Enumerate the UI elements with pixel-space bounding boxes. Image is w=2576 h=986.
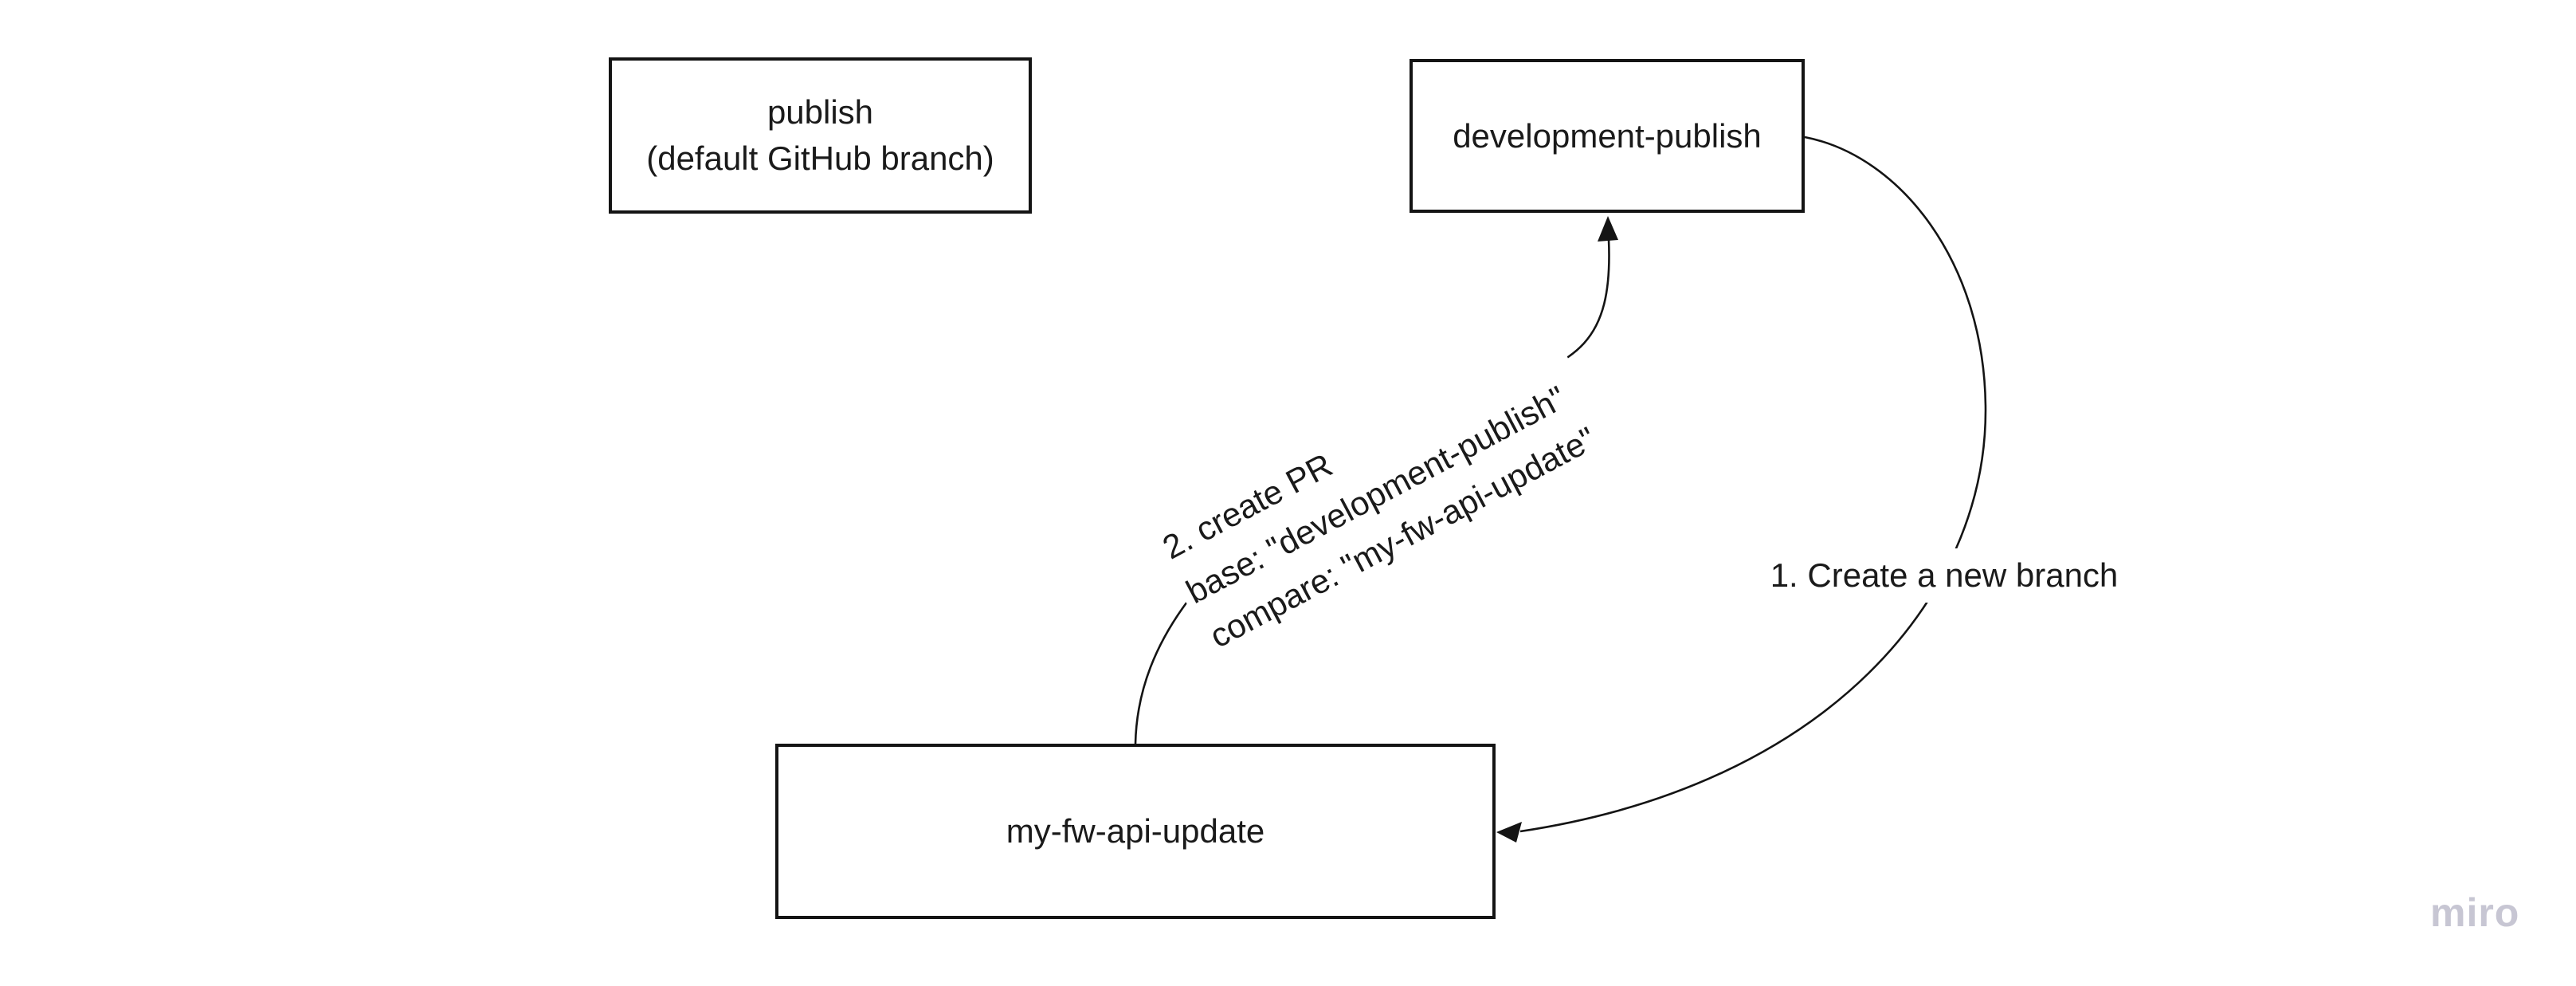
- arrowhead-left-icon[interactable]: [1496, 822, 1522, 843]
- node-development-publish-branch[interactable]: development-publish: [1410, 59, 1805, 213]
- miro-logo: miro: [2430, 890, 2520, 935]
- create-branch-connector[interactable]: [1519, 136, 1987, 833]
- arrowhead-up-icon[interactable]: [1598, 216, 1618, 242]
- node-development-publish-label: development-publish: [1453, 116, 1762, 155]
- create-branch-connector-caption[interactable]: 1. Create a new branch: [1755, 548, 2133, 603]
- node-my-fw-api-update-label: my-fw-api-update: [1006, 812, 1265, 850]
- create-branch-caption-text: 1. Create a new branch: [1770, 556, 2119, 594]
- node-publish-branch[interactable]: publish (default GitHub branch): [609, 57, 1032, 214]
- node-publish-label-line2: (default GitHub branch): [646, 139, 994, 177]
- node-publish-label-line1: publish: [767, 93, 874, 132]
- node-my-fw-api-update-branch[interactable]: my-fw-api-update: [775, 744, 1496, 919]
